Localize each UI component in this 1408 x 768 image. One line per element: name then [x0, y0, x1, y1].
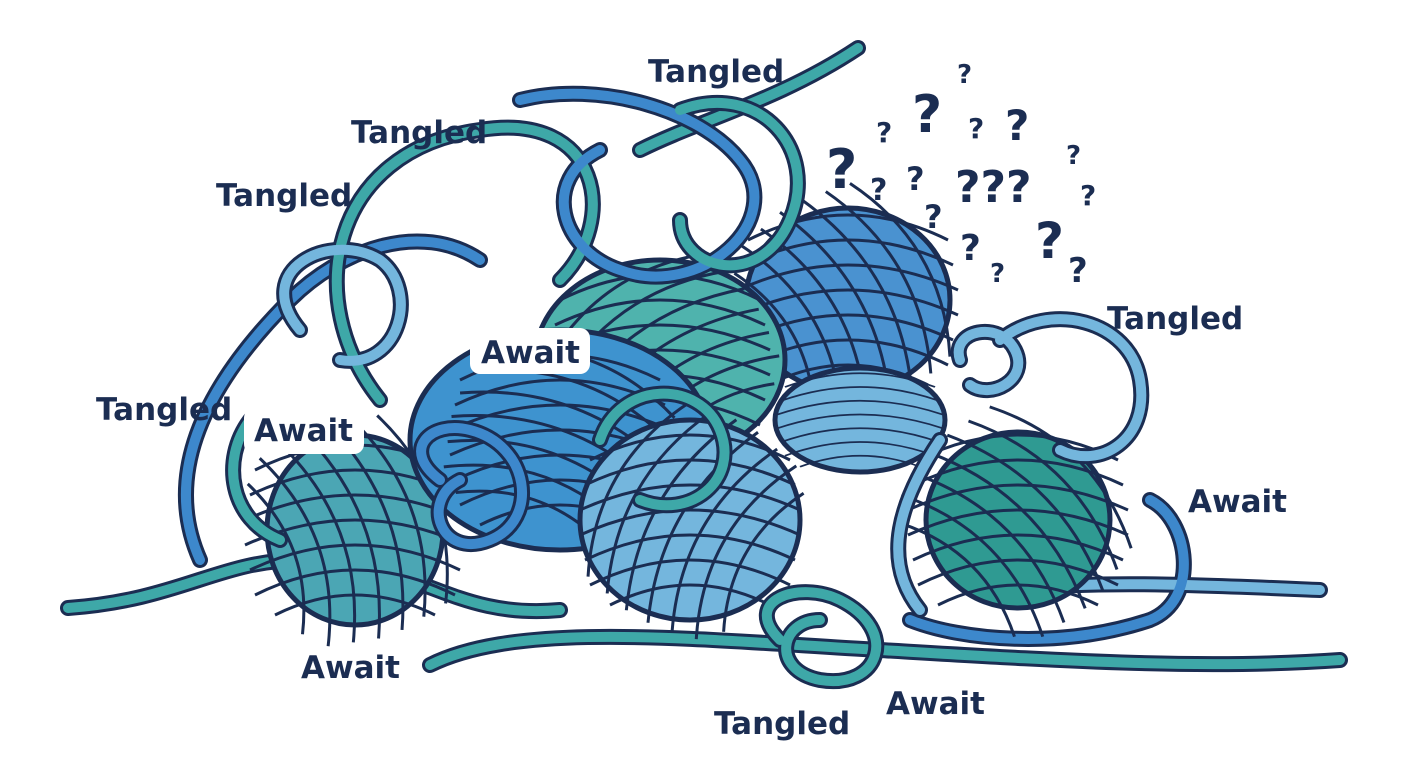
await-label: Await [254, 413, 353, 449]
await-pill [470, 328, 590, 374]
question-mark: ??? [955, 162, 1032, 213]
question-mark: ? [1035, 212, 1064, 270]
await-pill [244, 408, 364, 454]
question-mark: ? [876, 116, 892, 149]
question-mark: ? [826, 138, 857, 201]
question-mark: ? [1005, 101, 1029, 150]
yarn-ball-right [878, 380, 1158, 660]
await-label: Await [481, 335, 580, 371]
question-mark: ? [1066, 141, 1081, 171]
question-mark: ? [1068, 251, 1088, 291]
question-mark: ? [906, 160, 925, 198]
question-mark: ? [990, 259, 1005, 289]
question-mark: ? [924, 198, 943, 236]
question-mark: ? [957, 60, 972, 90]
tangled-label: Tangled [216, 178, 352, 214]
tangled-label: Tangled [714, 706, 850, 742]
tangled-label: Tangled [1107, 301, 1243, 337]
await-labels: Await Await Await Await Await [244, 328, 1287, 722]
tangled-label: Tangled [351, 115, 487, 151]
await-label: Await [886, 686, 985, 722]
yarn-ball-bottom-center [559, 380, 821, 660]
question-marks: ? ? ? ? ? ? ? ? ? ??? ? ? ? ? ? ? [826, 60, 1096, 291]
tangled-label: Tangled [96, 392, 232, 428]
question-mark: ? [960, 228, 981, 269]
await-label: Await [301, 650, 400, 686]
yarn-band-middle-right [772, 365, 948, 475]
tangled-label: Tangled [648, 54, 784, 90]
question-mark: ? [968, 112, 984, 145]
question-mark: ? [1080, 179, 1096, 212]
question-mark: ? [870, 173, 887, 208]
tangled-labels: Tangled Tangled Tangled Tangled Tangled … [96, 54, 1243, 742]
foreground-strands [225, 85, 1150, 690]
question-mark: ? [912, 85, 942, 145]
await-label: Await [1188, 484, 1287, 520]
